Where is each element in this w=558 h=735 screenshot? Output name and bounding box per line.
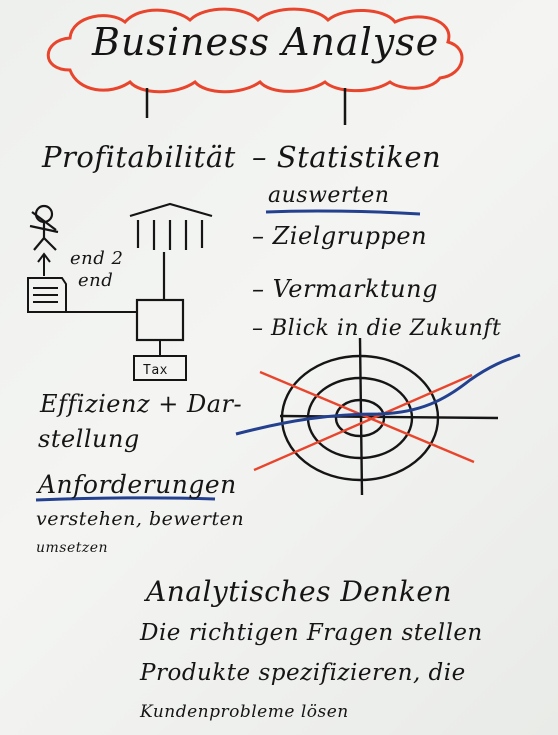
arrow-up-icon xyxy=(37,252,51,276)
title-business: Business xyxy=(92,20,271,64)
label-stellung: stellung xyxy=(38,425,140,453)
label-end: end xyxy=(78,270,114,291)
label-zielgruppen: – Zielgruppen xyxy=(252,222,428,250)
label-vermarktung: – Vermarktung xyxy=(252,275,438,303)
stick-figure xyxy=(29,204,59,251)
label-verstehen-bewerten: verstehen, bewerten xyxy=(36,508,245,530)
system-box xyxy=(135,298,185,342)
target-circles xyxy=(279,337,499,496)
label-analytisches-denken: Analytisches Denken xyxy=(146,575,452,608)
tax-box xyxy=(133,355,187,381)
label-kundenprobleme: Kundenprobleme lösen xyxy=(140,702,349,722)
label-blick-zukunft: – Blick in die Zukunft xyxy=(252,316,502,341)
auswerten-underline xyxy=(265,209,421,216)
bank-icon xyxy=(129,202,213,300)
red-diagonals xyxy=(253,370,475,472)
document-icon xyxy=(27,277,67,313)
label-statistiken: – Statistiken xyxy=(252,140,442,174)
label-tax: Tax xyxy=(143,363,168,378)
label-auswerten: auswerten xyxy=(268,183,390,208)
title-analyse: Analyse xyxy=(282,20,440,64)
label-umsetzen: umsetzen xyxy=(36,540,109,556)
anforderungen-underline xyxy=(35,496,216,502)
label-profitabilitaet: Profitabilität xyxy=(42,140,236,174)
label-richtige-fragen: Die richtigen Fragen stellen xyxy=(140,620,483,646)
trend-curve xyxy=(235,353,521,436)
label-end2: end 2 xyxy=(70,248,124,269)
title-cloud xyxy=(46,7,464,94)
label-effizienz: Effizienz + Dar- xyxy=(40,390,243,418)
label-produkte: Produkte spezifizieren, die xyxy=(140,660,466,686)
label-anforderungen: Anforderungen xyxy=(38,470,237,499)
